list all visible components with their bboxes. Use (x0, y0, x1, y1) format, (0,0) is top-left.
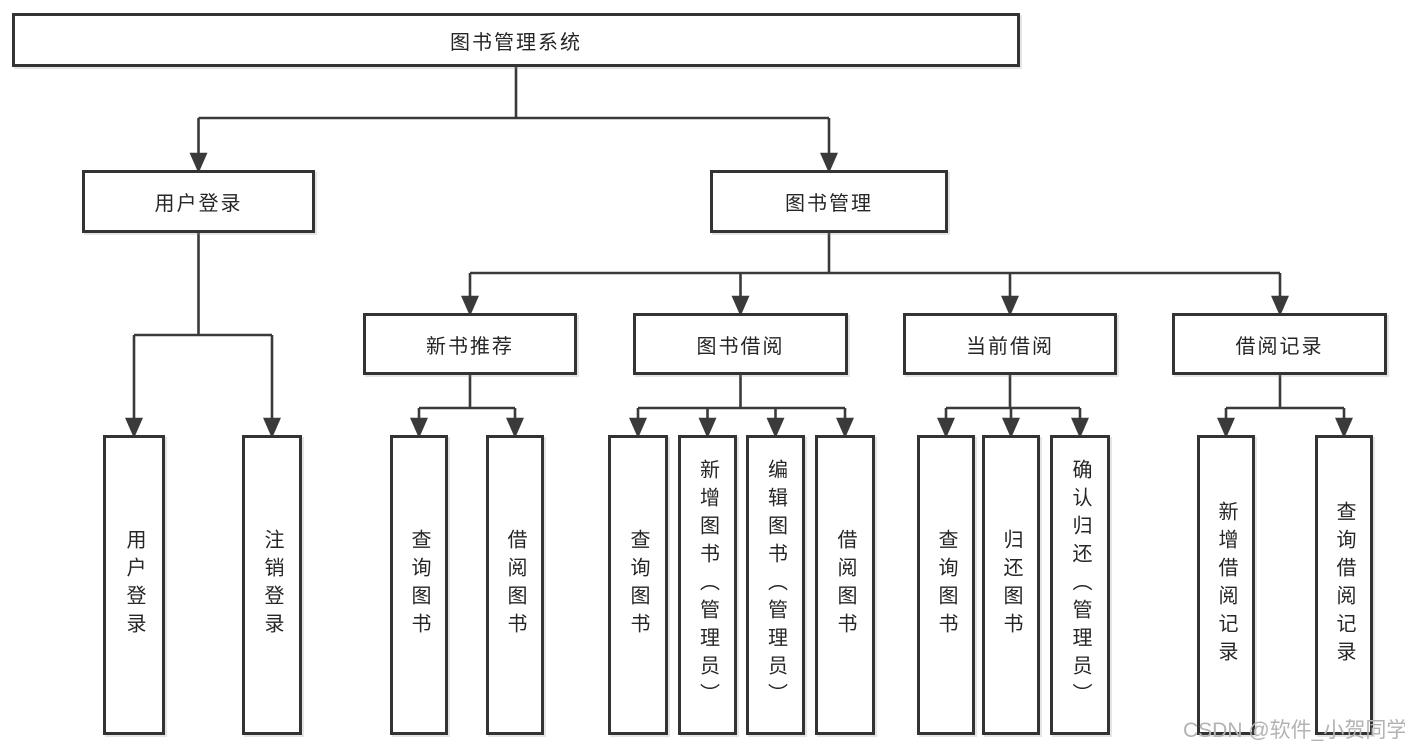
leaf-borrow-books-recommend: 借阅图书 (486, 435, 544, 735)
connector-book-borrow-to-leaves (629, 375, 854, 439)
node-label: 归还图书 (1000, 529, 1022, 641)
node-label: 当前借阅 (966, 335, 1054, 358)
connector-book-management-to-level2 (461, 233, 1289, 317)
node-label: 图书管理 (785, 193, 873, 215)
node-label: 借阅记录 (1235, 335, 1324, 358)
node-book-management: 图书管理 (710, 170, 948, 233)
csdn-watermark: CSDN @软件_小贺同学 (1183, 719, 1405, 742)
node-label: 借阅图书 (504, 529, 526, 641)
leaf-add-books-admin: 新增图书（管理员） (678, 435, 737, 735)
node-label: 用户登录 (123, 529, 145, 641)
connector-borrow-records-to-leaves (1217, 375, 1353, 439)
node-label: 借阅图书 (834, 529, 856, 641)
connector-root-to-level1 (189, 67, 838, 174)
connector-current-borrow-to-leaves (937, 375, 1089, 439)
leaf-query-borrow-record: 查询借阅记录 (1315, 435, 1373, 735)
node-label: 注销登录 (261, 529, 283, 641)
node-label: 图书管理系统 (450, 31, 582, 54)
leaf-logout: 注销登录 (242, 435, 302, 735)
leaf-query-books-current: 查询图书 (917, 435, 975, 735)
node-label: 新增借阅记录 (1215, 501, 1237, 669)
leaf-query-books-recommend: 查询图书 (390, 435, 448, 735)
leaf-add-borrow-record: 新增借阅记录 (1197, 435, 1255, 735)
leaf-edit-books-admin: 编辑图书（管理员） (746, 435, 805, 735)
leaf-confirm-return-admin: 确认归还（管理员） (1050, 435, 1110, 735)
leaf-user-login: 用户登录 (103, 435, 165, 735)
node-user-login: 用户登录 (82, 170, 315, 233)
connector-user-login-to-leaves (125, 233, 281, 439)
node-label: 查询图书 (935, 529, 957, 641)
node-label: 确认归还（管理员） (1069, 459, 1091, 711)
node-book-borrow: 图书借阅 (633, 313, 848, 375)
node-label: 查询借阅记录 (1333, 501, 1355, 669)
node-label: 查询图书 (408, 529, 430, 641)
node-label: 编辑图书（管理员） (764, 459, 787, 711)
node-label: 新书推荐 (426, 335, 514, 358)
leaf-query-books-borrow: 查询图书 (608, 435, 668, 735)
node-borrow-records: 借阅记录 (1172, 313, 1387, 375)
connector-new-book-to-leaves (410, 375, 524, 439)
leaf-borrow-books: 借阅图书 (815, 435, 875, 735)
node-label: 查询图书 (627, 529, 649, 641)
node-label: 图书借阅 (696, 335, 785, 358)
node-current-borrow: 当前借阅 (903, 313, 1117, 375)
node-root-library-system: 图书管理系统 (12, 13, 1020, 67)
node-new-book-recommend: 新书推荐 (363, 313, 577, 375)
node-label: 用户登录 (154, 193, 243, 215)
node-label: 新增图书（管理员） (696, 459, 719, 711)
leaf-return-books: 归还图书 (982, 435, 1040, 735)
